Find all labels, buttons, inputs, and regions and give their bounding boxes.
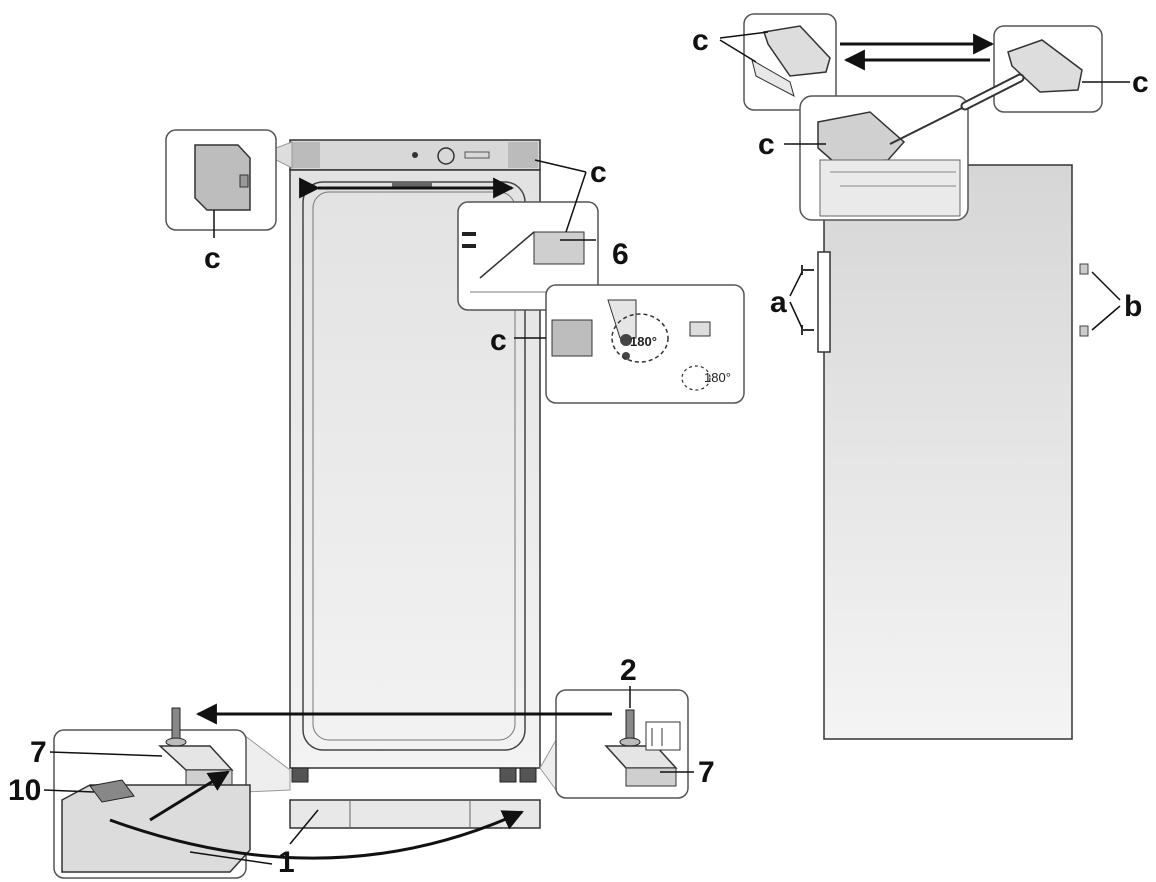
callout-bottom-left: 7 10 1 [8, 707, 319, 879]
label-c-tr-left: c [692, 24, 709, 57]
label-c-tr-mid: c [758, 128, 775, 161]
label-a: a [770, 286, 787, 319]
door-handle [817, 251, 831, 353]
label-1: 1 [278, 846, 295, 879]
thermostat-knob [437, 147, 455, 165]
label-6: 6 [612, 238, 629, 271]
rotation-180-b: 180° [704, 370, 731, 385]
label-7-right: 7 [698, 756, 715, 789]
label-c-topleft: c [204, 242, 221, 275]
left-top-cover [292, 142, 320, 168]
label-c-hinge-top: c [590, 156, 607, 189]
rotation-180-a: 180° [630, 334, 657, 349]
label-c-tr-right: c [1132, 66, 1149, 99]
indicator-light [412, 152, 418, 158]
curved-arrow-plinth [109, 810, 524, 860]
callout-top-right-covers: c c c [692, 13, 1149, 221]
label-b: b [1124, 290, 1142, 323]
foot-right-a [499, 767, 517, 783]
right-top-cover [508, 142, 538, 168]
label-7-left: 7 [30, 736, 47, 769]
label-2: 2 [620, 654, 637, 687]
label-10: 10 [8, 774, 41, 807]
hinge-cover-piece [551, 319, 593, 357]
foot-right-b [519, 767, 537, 783]
cover-piece-icon [194, 144, 251, 211]
callout-top-hinge: 6 c 180° 180° c [457, 156, 745, 404]
panel-slot [464, 151, 490, 159]
callout-top-left-cover: c [165, 129, 293, 275]
door-side-view: a b [770, 164, 1142, 740]
callout-bottom-right: 2 7 [539, 654, 715, 799]
plinth-piece [61, 784, 251, 873]
foot-left [291, 767, 309, 783]
plinth-cover [289, 799, 541, 829]
label-c-hinge-low: c [490, 324, 507, 357]
door-panel-right [823, 164, 1073, 740]
